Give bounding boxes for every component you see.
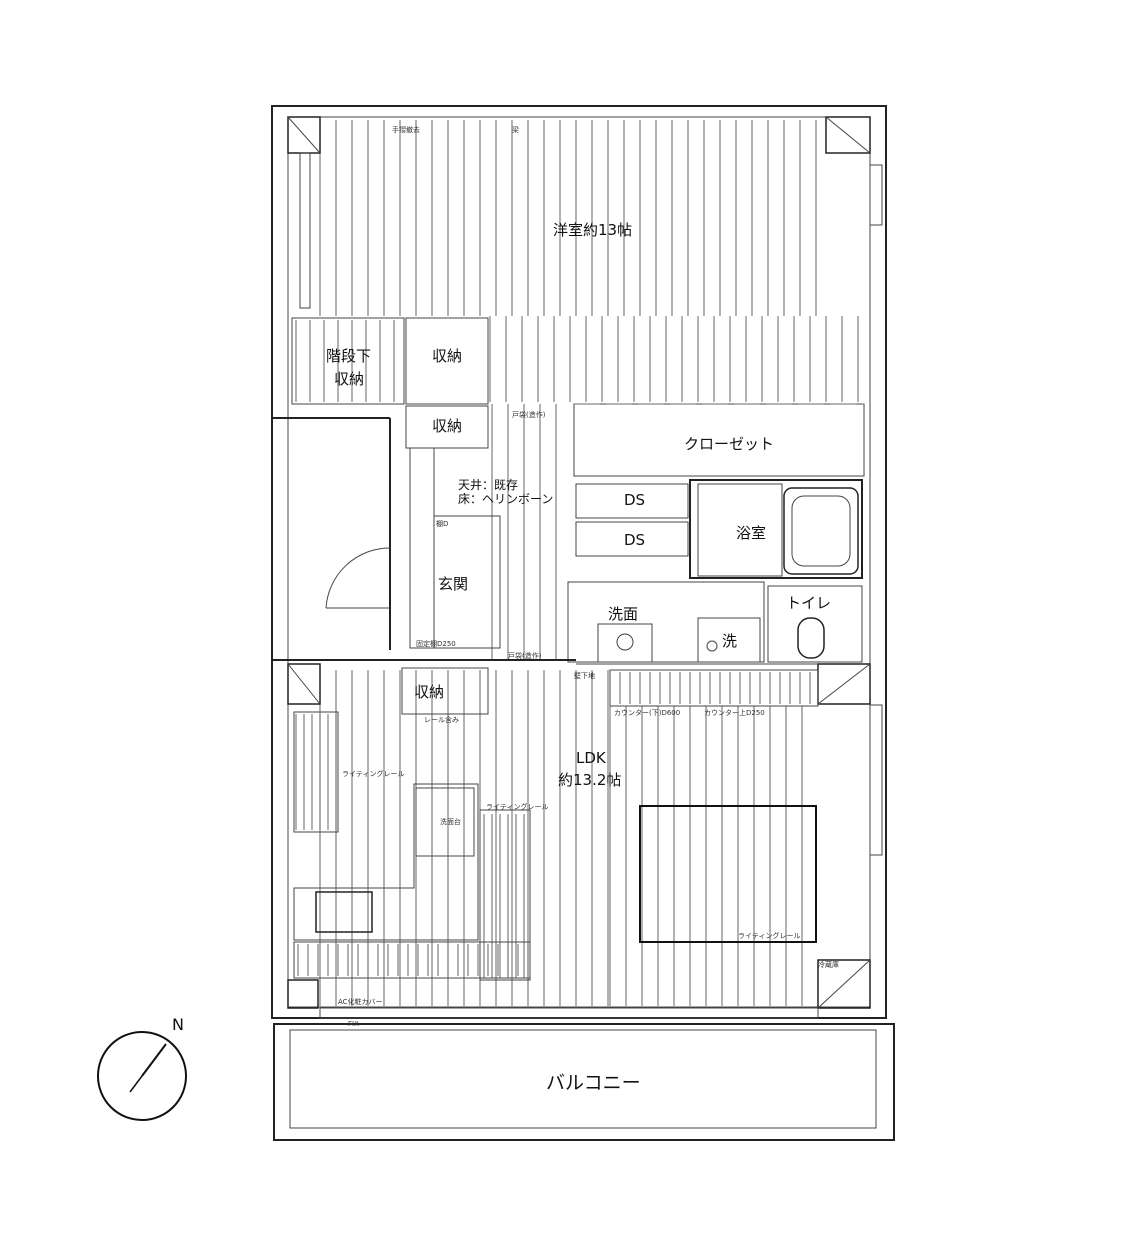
ceiling-note: 天井：既存 <box>458 478 518 492</box>
bathroom-label: 浴室 <box>736 524 766 542</box>
storage-mid-label: 収納 <box>432 417 462 435</box>
misc-flooring <box>295 320 529 978</box>
stove <box>315 891 373 933</box>
balcony-area <box>273 1023 895 1141</box>
toilet-fixture <box>797 617 825 659</box>
balcony-label: バルコニー <box>546 1072 641 1094</box>
toilet-label: トイレ <box>786 594 831 612</box>
storage-upper-label: 収納 <box>432 347 462 365</box>
top-note-handrail: 手摺撤去 <box>392 125 420 134</box>
rail-storage-note: レール含み <box>424 715 459 724</box>
rail-note-2: ライティングレール <box>486 802 548 811</box>
shelf-small-note: 棚D <box>436 519 448 528</box>
washbasin-note: 洗面台 <box>440 817 461 826</box>
counter-low-note: カウンター(下)D600 <box>614 708 680 717</box>
top-note-beam: 梁 <box>512 125 519 134</box>
column-mid-left <box>287 663 321 705</box>
door-pocket-note-1: 戸袋(造作) <box>512 410 546 419</box>
compass-needle <box>141 1043 167 1077</box>
rail-note-3: ライティングレール <box>738 931 800 940</box>
entrance-label: 玄関 <box>438 575 468 593</box>
counter-high-note: カウンター上D250 <box>704 708 765 717</box>
closet-label: クローゼット <box>684 435 774 453</box>
western-room-flooring <box>319 120 859 660</box>
ds-lower-label: DS <box>624 531 645 549</box>
dining-rug <box>639 805 817 943</box>
outer-walls <box>271 105 887 1019</box>
floor-note: 床：ヘリンボーン <box>458 492 553 506</box>
compass-north-label: N <box>172 1015 184 1034</box>
western-room-label: 洋室約13帖 <box>553 221 632 239</box>
rail-note-1: ライティングレール <box>342 769 404 778</box>
shoe-shelf-note: 固定棚D250 <box>416 639 456 648</box>
under-wall-note: 壁下地 <box>574 671 595 680</box>
fix-note: FIX <box>348 1020 359 1028</box>
washroom-label: 洗面 <box>608 605 638 623</box>
ldk-label-line2: 約13.2帖 <box>558 771 621 789</box>
ldk-label-line1: LDK <box>576 749 607 767</box>
ds-upper-label: DS <box>624 491 645 509</box>
column-top-right <box>825 116 871 154</box>
storage-lower-label: 収納 <box>414 683 444 701</box>
column-bottom-left <box>287 979 319 1009</box>
ldk-flooring <box>319 670 811 1006</box>
column-bottom-right <box>817 959 871 1009</box>
interior-walls <box>272 317 865 981</box>
compass-circle <box>97 1031 187 1121</box>
ac-cover-note: AC化粧カバー <box>338 997 383 1006</box>
fridge-note: 冷蔵庫 <box>818 960 839 969</box>
washer-label: 洗 <box>722 632 737 650</box>
under-stairs-label-line1: 階段下 <box>326 347 371 365</box>
under-stairs-label-line2: 収納 <box>334 370 364 388</box>
bathtub <box>783 487 859 575</box>
door-pocket-note-2: 戸袋(造作) <box>508 651 542 660</box>
compass: N <box>97 1015 187 1121</box>
